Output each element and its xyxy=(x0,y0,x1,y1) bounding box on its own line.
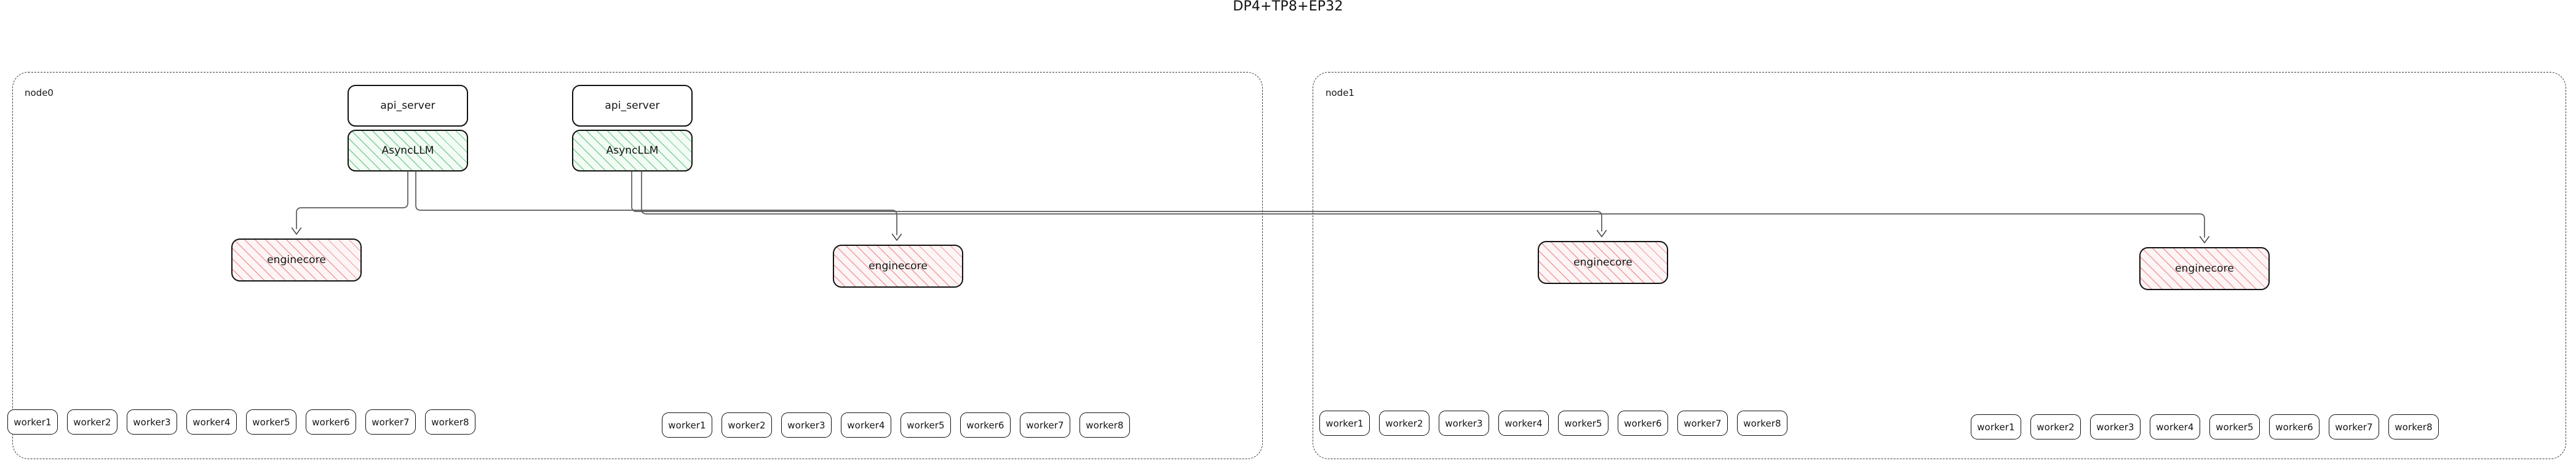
enginecore-box-0-0[interactable]: enginecore xyxy=(231,238,362,282)
worker-box-1-0-4[interactable]: worker5 xyxy=(1558,411,1608,436)
worker-label: worker4 xyxy=(847,419,885,431)
worker-box-0-1-1[interactable]: worker2 xyxy=(722,412,772,438)
worker-box-1-1-7[interactable]: worker8 xyxy=(2388,414,2439,439)
worker-box-1-0-2[interactable]: worker3 xyxy=(1439,411,1489,436)
worker-box-0-0-7[interactable]: worker8 xyxy=(425,409,475,435)
worker-label: worker4 xyxy=(2156,421,2194,433)
worker-box-1-1-0[interactable]: worker1 xyxy=(1971,414,2021,439)
worker-label: worker1 xyxy=(668,419,706,431)
worker-label: worker6 xyxy=(312,416,350,428)
worker-label: worker4 xyxy=(193,416,231,428)
worker-label: worker1 xyxy=(1977,421,2015,433)
asyncllm-box-0-1[interactable]: AsyncLLM xyxy=(572,130,693,171)
api-server-label: api_server xyxy=(380,100,435,112)
worker-box-1-0-0[interactable]: worker1 xyxy=(1319,411,1370,436)
api-server-box-0-1[interactable]: api_server xyxy=(572,85,693,127)
asyncllm-label: AsyncLLM xyxy=(381,144,434,157)
worker-box-0-0-6[interactable]: worker7 xyxy=(365,409,416,435)
worker-box-0-0-4[interactable]: worker5 xyxy=(246,409,296,435)
worker-label: worker1 xyxy=(1326,417,1364,429)
worker-label: worker6 xyxy=(1624,417,1662,429)
cluster-node1-label: node1 xyxy=(1326,87,1354,98)
worker-label: worker3 xyxy=(1445,417,1483,429)
worker-box-1-1-3[interactable]: worker4 xyxy=(2150,414,2200,439)
worker-box-0-1-6[interactable]: worker7 xyxy=(1020,412,1070,438)
worker-label: worker6 xyxy=(966,419,1004,431)
worker-label: worker8 xyxy=(431,416,469,428)
asyncllm-box-0-0[interactable]: AsyncLLM xyxy=(348,130,468,171)
enginecore-box-1-1[interactable]: enginecore xyxy=(2139,247,2270,290)
worker-label: worker3 xyxy=(2096,421,2134,433)
worker-label: worker5 xyxy=(907,419,945,431)
worker-label: worker6 xyxy=(2275,421,2313,433)
worker-box-1-1-5[interactable]: worker6 xyxy=(2269,414,2320,439)
worker-label: worker7 xyxy=(1684,417,1722,429)
cluster-node0-label: node0 xyxy=(25,87,54,98)
worker-label: worker7 xyxy=(1026,419,1064,431)
worker-box-0-1-4[interactable]: worker5 xyxy=(900,412,951,438)
worker-box-0-0-0[interactable]: worker1 xyxy=(7,409,58,435)
worker-label: worker8 xyxy=(2395,421,2433,433)
worker-label: worker2 xyxy=(1385,417,1423,429)
asyncllm-label: AsyncLLM xyxy=(606,144,659,157)
worker-box-0-1-0[interactable]: worker1 xyxy=(662,412,712,438)
worker-label: worker8 xyxy=(1743,417,1781,429)
cluster-node1 xyxy=(1313,72,2566,459)
worker-label: worker2 xyxy=(73,416,111,428)
worker-label: worker5 xyxy=(1564,417,1602,429)
worker-box-1-1-6[interactable]: worker7 xyxy=(2329,414,2379,439)
worker-label: worker3 xyxy=(133,416,171,428)
enginecore-label: enginecore xyxy=(267,254,326,266)
worker-label: worker3 xyxy=(787,419,825,431)
enginecore-label: enginecore xyxy=(2175,262,2234,275)
worker-label: worker7 xyxy=(372,416,410,428)
page-title: DP4+TP8+EP32 xyxy=(1233,0,1343,14)
worker-label: worker2 xyxy=(728,419,766,431)
cluster-node0 xyxy=(12,72,1263,459)
worker-box-0-0-5[interactable]: worker6 xyxy=(306,409,356,435)
worker-label: worker4 xyxy=(1505,417,1543,429)
worker-label: worker8 xyxy=(1086,419,1124,431)
enginecore-box-1-0[interactable]: enginecore xyxy=(1538,241,1668,284)
api-server-box-0-0[interactable]: api_server xyxy=(348,85,468,127)
enginecore-label: enginecore xyxy=(869,260,928,272)
worker-box-1-0-6[interactable]: worker7 xyxy=(1677,411,1728,436)
worker-label: worker2 xyxy=(2037,421,2075,433)
worker-label: worker1 xyxy=(14,416,52,428)
worker-label: worker7 xyxy=(2335,421,2373,433)
worker-box-1-1-2[interactable]: worker3 xyxy=(2090,414,2141,439)
worker-box-1-0-3[interactable]: worker4 xyxy=(1498,411,1549,436)
worker-box-0-1-3[interactable]: worker4 xyxy=(841,412,891,438)
api-server-label: api_server xyxy=(605,100,660,112)
worker-box-1-1-1[interactable]: worker2 xyxy=(2030,414,2081,439)
worker-box-1-0-5[interactable]: worker6 xyxy=(1618,411,1668,436)
worker-box-0-0-1[interactable]: worker2 xyxy=(67,409,117,435)
worker-label: worker5 xyxy=(252,416,290,428)
enginecore-label: enginecore xyxy=(1573,256,1632,269)
worker-box-0-0-2[interactable]: worker3 xyxy=(127,409,177,435)
worker-box-1-1-4[interactable]: worker5 xyxy=(2209,414,2260,439)
worker-box-1-0-7[interactable]: worker8 xyxy=(1737,411,1787,436)
worker-box-1-0-1[interactable]: worker2 xyxy=(1379,411,1429,436)
enginecore-box-0-1[interactable]: enginecore xyxy=(833,245,963,288)
worker-label: worker5 xyxy=(2216,421,2254,433)
worker-box-0-1-5[interactable]: worker6 xyxy=(960,412,1011,438)
worker-box-0-1-7[interactable]: worker8 xyxy=(1079,412,1130,438)
worker-box-0-0-3[interactable]: worker4 xyxy=(186,409,237,435)
worker-box-0-1-2[interactable]: worker3 xyxy=(781,412,832,438)
